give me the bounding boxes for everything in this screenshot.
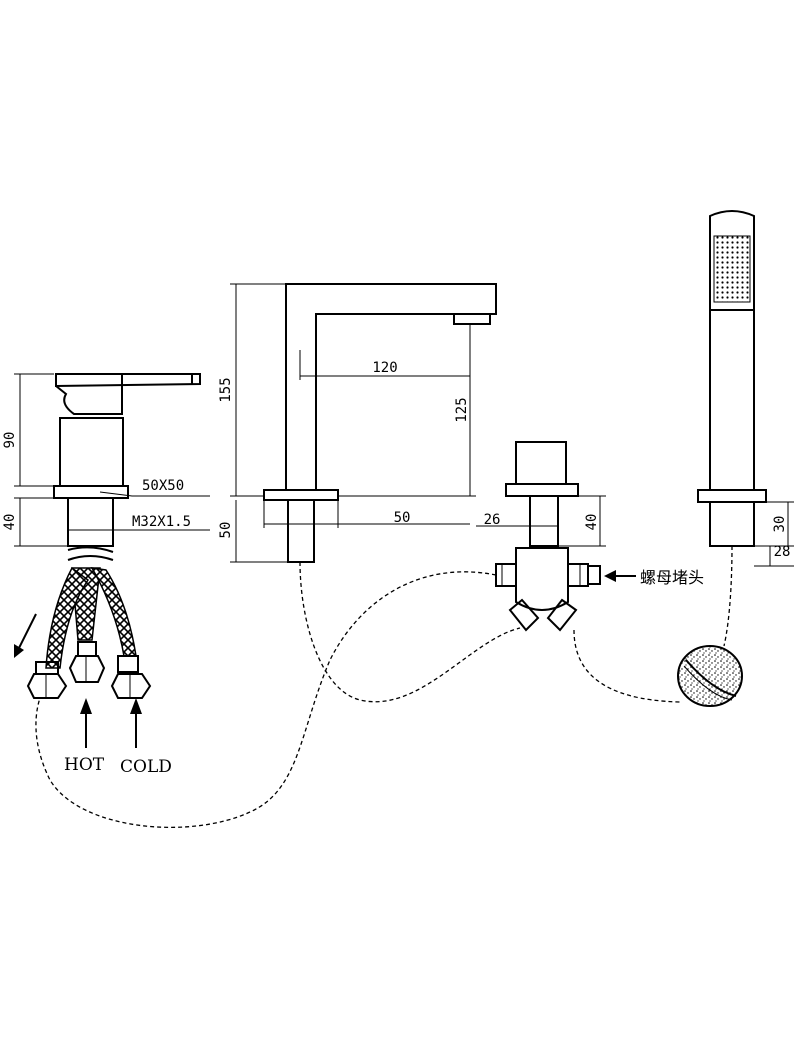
supply-hoses <box>26 566 152 699</box>
dim-spout-height: 155 <box>218 377 234 402</box>
dim-mixer-height: 90 <box>2 432 18 449</box>
dim-diverter-width: 26 <box>484 512 501 528</box>
bath-spout <box>230 283 497 563</box>
label-hot: HOT <box>64 755 105 775</box>
dim-square-base: 50X50 <box>142 478 184 494</box>
mixer-tap <box>14 373 210 561</box>
hose-routes <box>35 545 733 829</box>
dim-shower-base: 30 <box>772 516 788 533</box>
dim-mixer-base: 40 <box>2 514 18 531</box>
dim-thread: M32X1.5 <box>132 514 191 530</box>
flow-arrows <box>14 613 142 748</box>
hand-shower <box>697 210 794 567</box>
diverter <box>476 441 636 632</box>
dim-spout-clearance: 125 <box>454 397 470 422</box>
dim-spout-base-height: 50 <box>218 522 234 539</box>
dim-shower-width: 28 <box>774 544 791 560</box>
dim-spout-reach: 120 <box>372 360 397 376</box>
label-nut-plug: 螺母堵头 <box>640 568 704 587</box>
label-cold: COLD <box>120 757 172 777</box>
shower-hose-coil <box>677 645 743 707</box>
dim-diverter-base: 40 <box>584 514 600 531</box>
dim-spout-base-width: 50 <box>394 510 411 526</box>
